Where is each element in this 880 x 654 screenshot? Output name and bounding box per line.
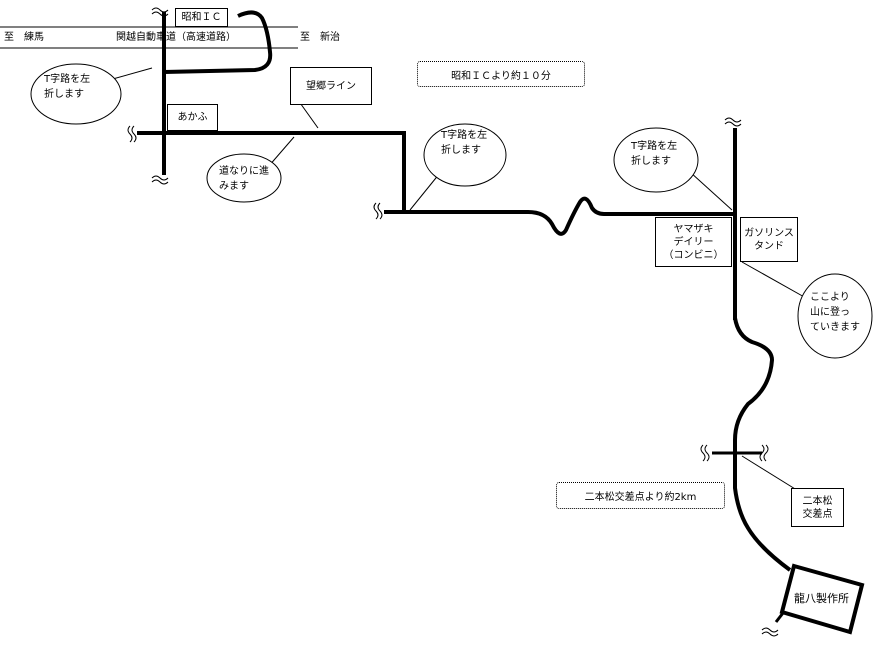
road-break-marks [127, 7, 779, 637]
bubble-t-left-3: T字路を左 折します [631, 141, 678, 167]
mountain-road [733, 317, 792, 572]
highway-left-destination: 至 練馬 [4, 32, 44, 43]
highway-right-destination: 至 新治 [300, 32, 340, 43]
nihonmatsu-label: 二本松 交差点 [791, 488, 844, 527]
time-note: 昭和ＩＣより約１０分 [417, 61, 585, 87]
factory-box [779, 563, 865, 635]
bubble-t-left-1: T字路を左 折します [44, 74, 91, 100]
bogo-line-label: 望郷ライン [290, 67, 372, 105]
distance-note: 二本松交差点より約2km [556, 482, 725, 509]
yamazaki-label: ヤマザキ デイリー （コンビニ） [655, 217, 732, 267]
bubble-straight: 道なりに進 みます [219, 166, 269, 192]
east-road [404, 196, 736, 236]
bubble-mountain: ここより 山に登っ ていきます [810, 292, 860, 333]
showa-ic-label: 昭和ＩＣ [175, 8, 228, 27]
gas-station-label: ガソリンス タンド [740, 217, 798, 262]
ic-loop-road [163, 10, 273, 74]
akafu-label: あかふ [167, 104, 218, 131]
highway-label: 関越自動車道（高速道路） [116, 32, 236, 43]
bubble-t-left-2: T字路を左 折します [441, 130, 488, 156]
factory-label: 龍八製作所 [794, 592, 849, 605]
speech-bubbles [30, 63, 873, 359]
